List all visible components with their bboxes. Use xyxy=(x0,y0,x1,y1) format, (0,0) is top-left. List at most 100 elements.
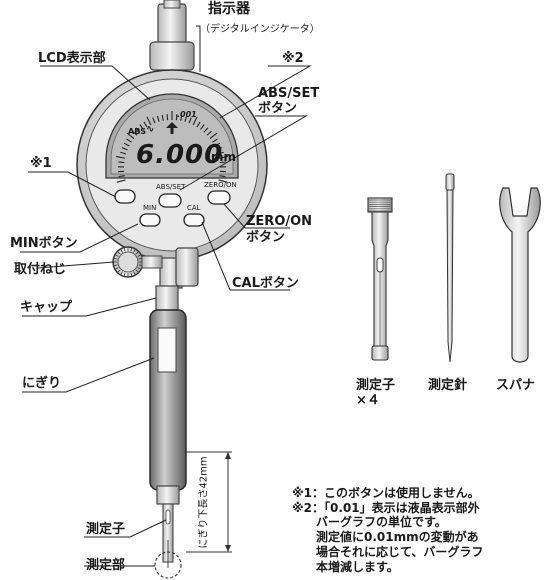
knurl-line xyxy=(117,269,121,273)
knurl-line xyxy=(114,267,119,270)
mount-screw-knob[interactable] xyxy=(112,246,163,278)
accessory-needle xyxy=(445,173,455,363)
cap-rod xyxy=(155,285,179,313)
accessory-spanner-label: スパナ xyxy=(496,378,536,393)
bar-graph-tick xyxy=(116,179,126,183)
knurl-line xyxy=(120,248,123,253)
knurl-line xyxy=(123,272,126,277)
note-1: ※1：このボタンは使用しません。 xyxy=(292,486,480,500)
grip-body xyxy=(149,309,187,505)
cal-button-label: CAL xyxy=(187,204,201,212)
knurl-line xyxy=(113,264,118,267)
grip-callout: にぎり xyxy=(22,376,62,391)
bar-graph-tick xyxy=(118,161,125,164)
knurl-line xyxy=(113,257,118,260)
button-note1[interactable] xyxy=(114,189,136,204)
bar-graph-tick xyxy=(217,151,224,155)
probe-shaft xyxy=(162,503,174,568)
lcd-reading: 6.000 xyxy=(136,140,224,170)
accessory-probe-count: ×４ xyxy=(356,393,380,408)
min-button-label: MIN xyxy=(143,204,157,212)
knurl-line xyxy=(130,247,133,252)
knurl-line xyxy=(133,271,136,276)
bar-graph-tick xyxy=(196,121,201,128)
bar-graph-tick xyxy=(152,117,156,124)
bar-graph-tick xyxy=(121,147,128,151)
zero-on-callout-2: ボタン xyxy=(246,230,286,245)
bar-graph-tick xyxy=(120,151,127,155)
bar-graph-tick xyxy=(126,138,132,143)
bar-graph-tick xyxy=(214,142,221,147)
knurl-line xyxy=(130,272,133,277)
accessory-spanner xyxy=(499,187,541,363)
abs-set-label: ABS/SET xyxy=(258,86,320,101)
bar-graph-tick xyxy=(218,155,228,159)
bar-graph-tick xyxy=(116,155,126,159)
bar-graph-tick xyxy=(135,127,141,133)
grip-length-label: にぎり下長さ42mm xyxy=(198,456,210,549)
knurl-line xyxy=(120,271,123,276)
button-min[interactable] xyxy=(139,213,161,227)
bar-graph-tick xyxy=(118,175,125,178)
bar-graph-tick xyxy=(126,132,135,140)
leader-lines xyxy=(20,25,312,567)
knurl-line xyxy=(133,248,136,253)
accessory-needle-label: 測定針 xyxy=(428,378,468,393)
probe-tip-circle xyxy=(154,551,182,579)
bar-graph-tick xyxy=(218,179,228,183)
note-2-line1: ※2：「0.01」表示は液晶表示部外 xyxy=(292,501,480,515)
accessory-probe-label: 測定子 xyxy=(356,378,396,393)
button-zero-on[interactable] xyxy=(207,190,231,205)
indicator-title: 指示器 xyxy=(208,1,250,17)
bar-graph xyxy=(116,111,228,183)
probe-callout: 測定子 xyxy=(86,522,126,537)
scale-label: .001 xyxy=(177,110,197,119)
note1-mark: ※1 xyxy=(30,156,52,171)
note2-mark: ※2 xyxy=(282,51,304,66)
cal-button-callout: CALボタン xyxy=(232,276,299,291)
bar-graph-tick xyxy=(200,124,205,130)
bar-graph-tick xyxy=(180,114,183,121)
button-abs-set[interactable] xyxy=(158,193,182,208)
grip-length-dimension xyxy=(186,451,232,553)
bar-graph-tick xyxy=(156,115,160,122)
abs-set-label-2: ボタン xyxy=(258,101,298,116)
button-cal[interactable] xyxy=(183,213,205,227)
zero-on-button-label: ZERO/ON xyxy=(204,181,237,189)
knurl-line xyxy=(123,247,126,252)
neck xyxy=(159,247,199,289)
bar-graph-tick xyxy=(206,130,212,136)
bar-graph-tick xyxy=(212,138,218,143)
bar-graph-tick xyxy=(139,124,144,130)
indicator-subtitle: （デジタルインジケータ） xyxy=(200,24,320,35)
abs-wave-icon: ∿ xyxy=(146,124,155,135)
bar-graph-tick xyxy=(143,121,148,128)
bar-graph-tick xyxy=(175,114,178,121)
bar-graph-tick xyxy=(209,132,218,140)
bar-graph-tick xyxy=(123,142,130,147)
bar-graph-tick xyxy=(192,116,198,126)
bar-graph-tick xyxy=(161,114,164,121)
pointer-marker xyxy=(166,122,178,134)
bar-graph-tick xyxy=(219,175,226,178)
bar-graph-tick xyxy=(188,117,192,124)
mount-screw-callout: 取付ねじ xyxy=(14,262,67,277)
min-button-callout: MINボタン xyxy=(10,236,78,251)
knurl-line xyxy=(117,251,121,255)
knurl-line xyxy=(135,269,139,273)
bar-graph-tick xyxy=(146,116,152,126)
knurl-line xyxy=(135,251,139,255)
bar-graph-tick xyxy=(184,115,188,122)
bar-graph-tick xyxy=(219,161,226,164)
note-2-line3: 測定値に0.01mmの変動があ xyxy=(316,530,479,544)
bar-graph-tick xyxy=(132,130,138,136)
note-2-line2: バーグラフの単位です。 xyxy=(316,515,447,529)
accessory-probe xyxy=(367,197,393,361)
cap-callout: キャップ xyxy=(20,300,73,315)
knurl-line xyxy=(137,254,142,257)
bar-graph-tick xyxy=(216,147,223,151)
note-2-line5: 本増減します。 xyxy=(316,560,399,574)
zero-on-callout: ZERO/ON xyxy=(246,214,313,229)
indicator-body xyxy=(76,69,268,261)
